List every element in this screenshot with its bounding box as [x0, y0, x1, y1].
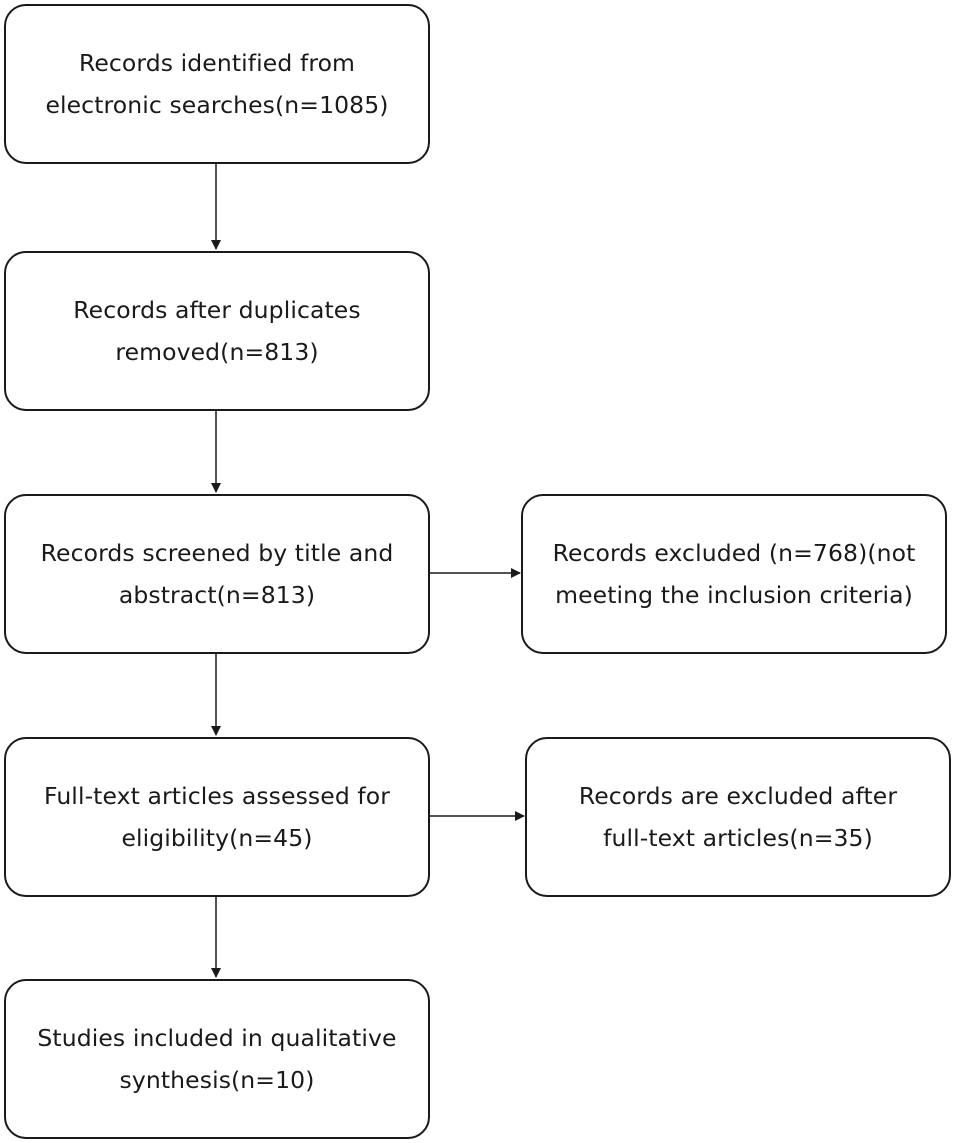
records-excluded-screening-box: Records excluded (n=768)(not meeting the… [521, 494, 947, 654]
fulltext-assessed-line1: Full-text articles assessed for [43, 782, 391, 810]
duplicates-removed-box: Records after duplicates removed(n=813) [4, 251, 430, 411]
duplicates-removed-line1: Records after duplicates [73, 296, 361, 324]
studies-included-line1: Studies included in qualitative [37, 1024, 397, 1052]
studies-included-line2: synthesis(n=10) [119, 1066, 315, 1094]
studies-included-box: Studies included in qualitative synthesi… [4, 979, 430, 1139]
records-excluded-screening-line2: meeting the inclusion criteria) [555, 581, 913, 609]
duplicates-removed-line2: removed(n=813) [115, 338, 319, 366]
records-excluded-screening-line1: Records excluded (n=768)(not [552, 539, 916, 567]
records-screened-line2: abstract(n=813) [118, 581, 316, 609]
excluded-fulltext-box: Records are excluded after full-text art… [525, 737, 951, 897]
fulltext-assessed-line2: eligibility(n=45) [121, 824, 313, 852]
records-screened-box: Records screened by title and abstract(n… [4, 494, 430, 654]
fulltext-assessed-box: Full-text articles assessed for eligibil… [4, 737, 430, 897]
records-screened-line1: Records screened by title and [40, 539, 394, 567]
records-identified-line2: electronic searches(n=1085) [45, 91, 389, 119]
records-identified-box: Records identified from electronic searc… [4, 4, 430, 164]
excluded-fulltext-line1: Records are excluded after [578, 782, 898, 810]
excluded-fulltext-line2: full-text articles(n=35) [603, 824, 873, 852]
records-identified-line1: Records identified from [78, 49, 356, 77]
